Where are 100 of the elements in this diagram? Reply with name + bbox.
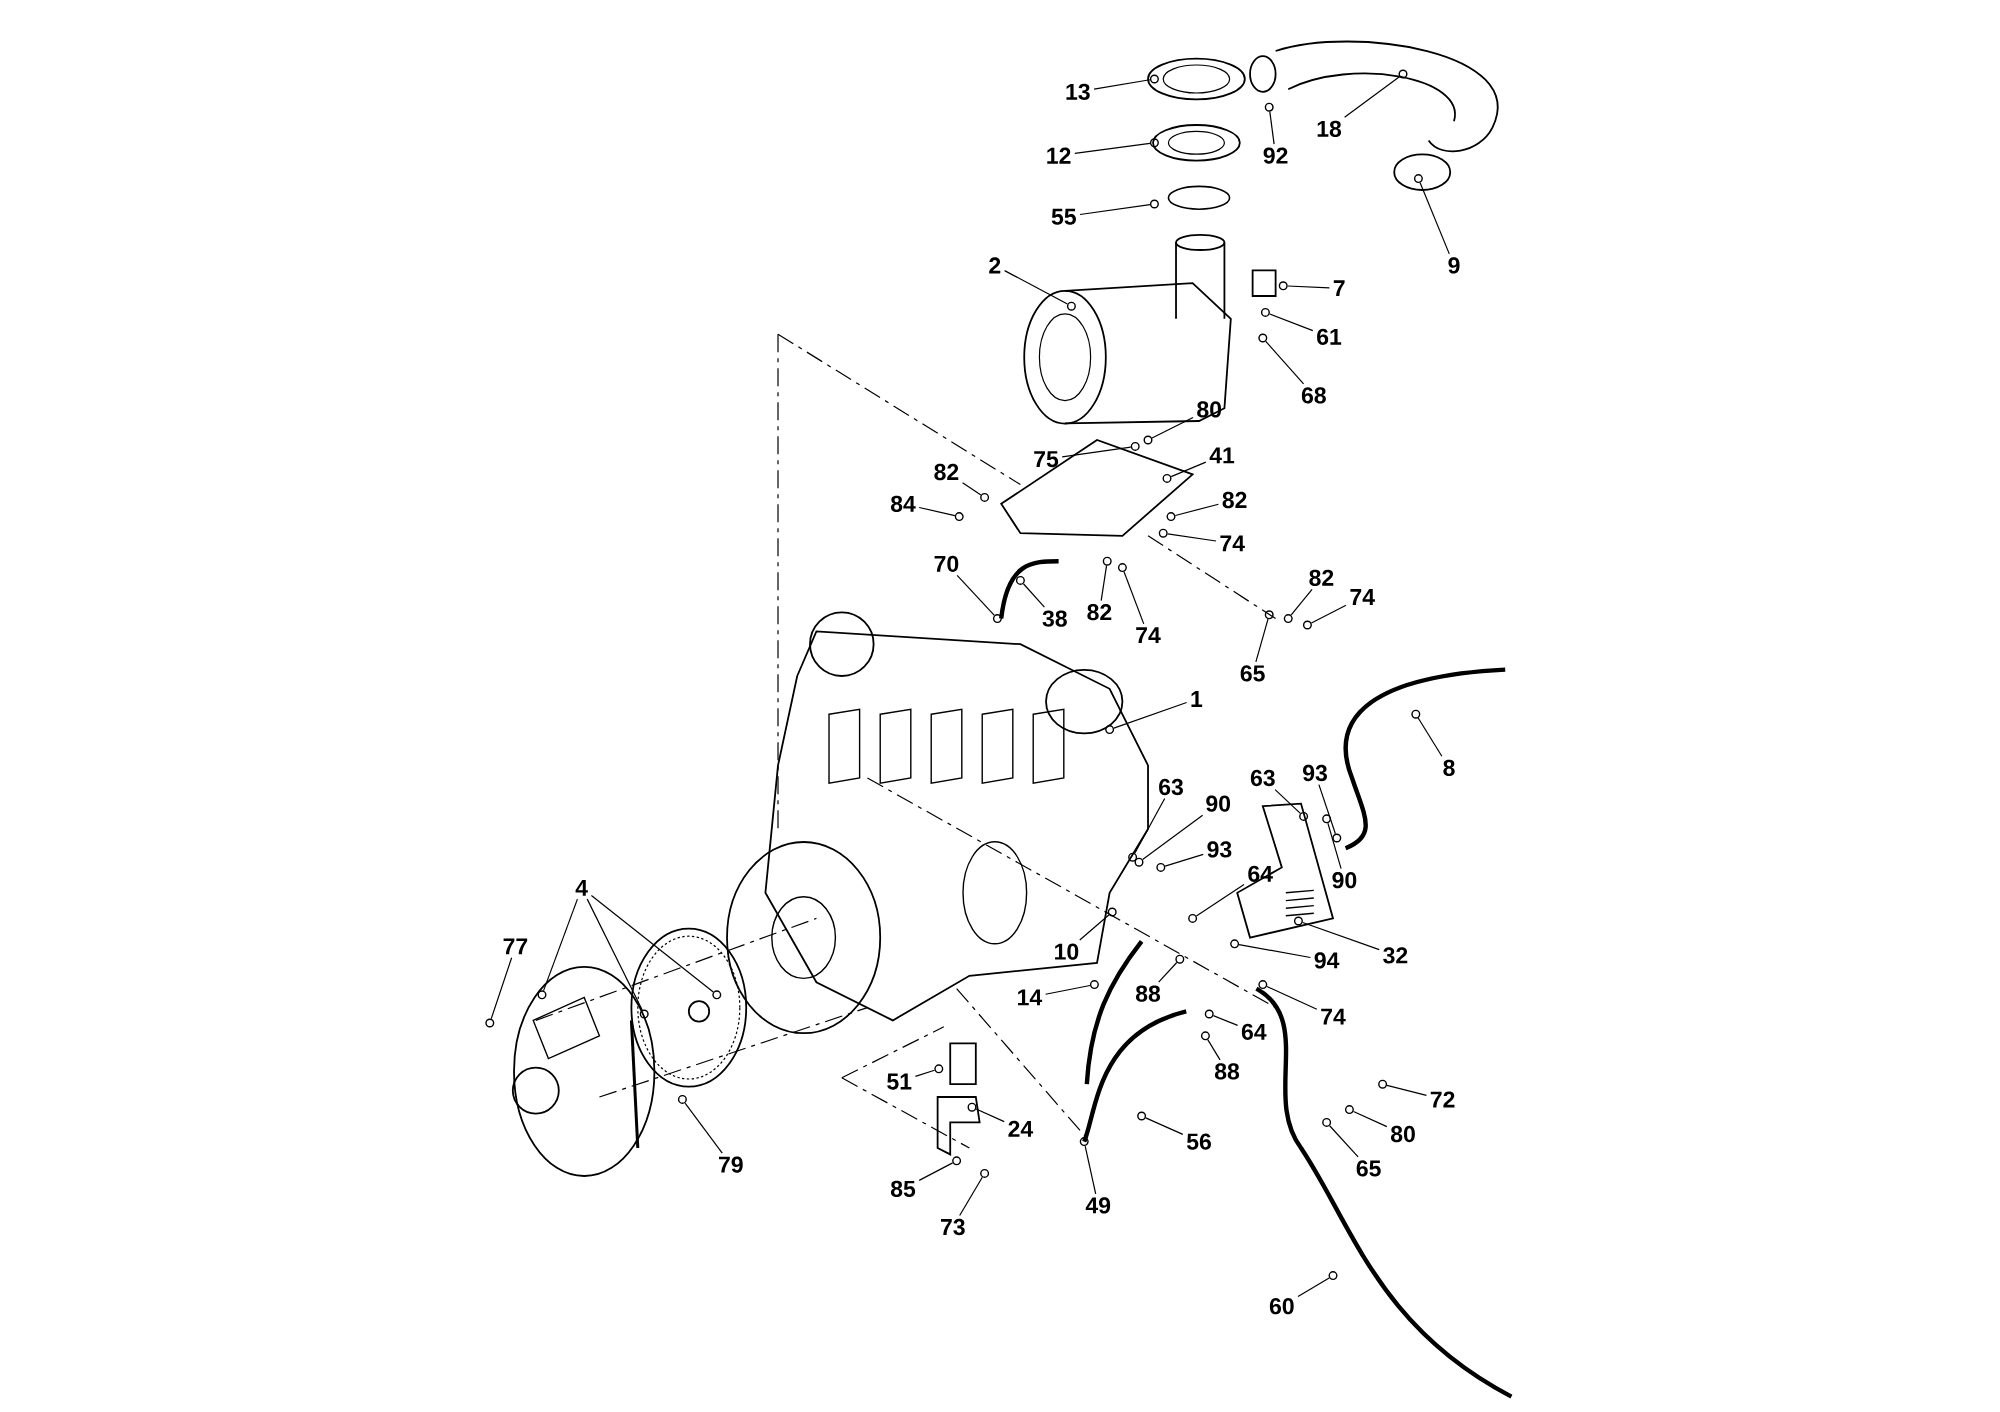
part-point — [1128, 852, 1138, 862]
part-point — [967, 1102, 977, 1112]
callout-number: 79 — [719, 1156, 743, 1173]
leader-line — [684, 1102, 723, 1154]
callout-number: 63 — [1159, 778, 1183, 796]
part-point — [1149, 199, 1159, 209]
part-point — [1411, 709, 1421, 719]
leader-line — [918, 506, 956, 517]
leader-line — [1419, 182, 1450, 255]
callout-number: 13 — [1066, 83, 1090, 100]
leader-line — [1265, 340, 1305, 385]
callout-number: 14 — [1018, 989, 1043, 1006]
leader-line — [1022, 583, 1045, 608]
leader-line — [1352, 1110, 1388, 1128]
part-point — [980, 1168, 990, 1178]
leader-line — [1164, 853, 1204, 867]
callout-number: 61 — [1317, 328, 1342, 345]
callout-number: 64 — [1241, 1023, 1267, 1040]
part-point — [1134, 857, 1144, 867]
leader-line — [1079, 204, 1151, 216]
leader-line — [1167, 533, 1217, 542]
callout-number: 1 — [1191, 691, 1203, 707]
callout-number: 64 — [1248, 865, 1273, 882]
leader-line — [1212, 1015, 1239, 1026]
part-point — [1260, 307, 1270, 317]
callout-number: 93 — [1303, 764, 1327, 782]
part-point — [1322, 1117, 1332, 1127]
part-point — [1302, 620, 1312, 630]
leader-line — [1269, 111, 1275, 145]
leader-line — [1100, 565, 1108, 602]
callout-number: 32 — [1383, 947, 1408, 964]
leader-line — [1329, 1125, 1359, 1158]
callout-number: 82 — [934, 463, 959, 481]
callout-number: 2 — [989, 257, 1001, 274]
leader-line — [918, 1162, 954, 1181]
part-point — [677, 1094, 687, 1104]
callout-number: 12 — [1047, 147, 1071, 164]
part-point — [1398, 69, 1408, 79]
callout-number: 84 — [890, 495, 916, 512]
callout-number: 68 — [1301, 387, 1326, 404]
leader-line — [1142, 814, 1204, 861]
leader-line — [1134, 797, 1166, 854]
callout-number: 65 — [1356, 1160, 1381, 1177]
leader-line — [1045, 984, 1091, 995]
part-point — [1137, 1111, 1147, 1121]
leader-line — [542, 898, 579, 992]
part-point — [1378, 1079, 1388, 1089]
leader-line — [1145, 1117, 1184, 1135]
leader-line — [956, 574, 995, 616]
part-point — [1230, 939, 1240, 949]
callout-number: 93 — [1207, 841, 1232, 858]
part-point — [639, 1009, 649, 1019]
leader-line — [1297, 1277, 1330, 1298]
callout-number: 10 — [1055, 943, 1079, 960]
part-point — [1166, 512, 1176, 522]
callout-number: 49 — [1085, 1197, 1111, 1214]
part-point — [1322, 814, 1332, 824]
part-point — [1175, 954, 1185, 964]
leader-line — [962, 482, 982, 496]
leader-line — [1327, 822, 1342, 870]
leader-line — [1174, 503, 1220, 517]
callout-number: 82 — [1309, 569, 1334, 586]
leader-line — [1302, 921, 1380, 951]
callout-number: 74 — [1321, 1008, 1346, 1025]
callout-number: 73 — [941, 1218, 965, 1236]
leader-line — [1287, 285, 1330, 289]
part-point — [1158, 528, 1168, 538]
callout-number: 77 — [503, 938, 528, 955]
callout-number: 82 — [1087, 604, 1112, 621]
leader-line — [1274, 788, 1301, 814]
leader-line — [1084, 1145, 1097, 1195]
part-point — [1156, 862, 1166, 872]
callout-number: 55 — [1051, 208, 1076, 225]
part-point — [1015, 575, 1025, 585]
part-point — [1130, 441, 1140, 451]
part-point — [1107, 907, 1117, 917]
part-point — [1066, 301, 1076, 311]
part-point — [934, 1064, 944, 1074]
leader-line — [975, 1108, 1005, 1123]
callout-number: 24 — [1008, 1120, 1034, 1137]
part-point — [1293, 916, 1303, 926]
part-point — [1079, 1137, 1089, 1147]
part-point — [1258, 980, 1268, 990]
leader-line — [1344, 76, 1400, 118]
leader-line — [1266, 985, 1318, 1010]
callout-number: 85 — [890, 1180, 916, 1197]
leader-line — [1004, 270, 1069, 305]
callout-number: 88 — [1214, 1063, 1240, 1080]
leader-line — [1123, 571, 1145, 625]
callout-number: 80 — [1197, 401, 1222, 418]
part-point — [1264, 102, 1274, 112]
callout-number: 74 — [1136, 627, 1161, 644]
callout-number: 88 — [1135, 985, 1161, 1002]
callout-number: 90 — [1332, 872, 1357, 889]
part-point — [980, 492, 990, 502]
leader-line — [1158, 961, 1178, 983]
leader-line — [1255, 618, 1269, 663]
leader-line — [1290, 588, 1313, 616]
part-point — [485, 1018, 495, 1028]
part-point — [1149, 74, 1159, 84]
